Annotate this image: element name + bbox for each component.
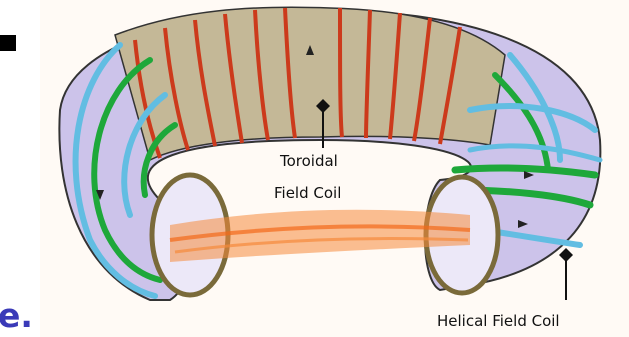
toroidal-label-line1: Toroidal [280,152,338,170]
helical-label: Helical Field Coil [437,312,560,330]
toroidal-coil [340,8,342,137]
toroidal-label-line2: Field Coil [274,184,341,202]
